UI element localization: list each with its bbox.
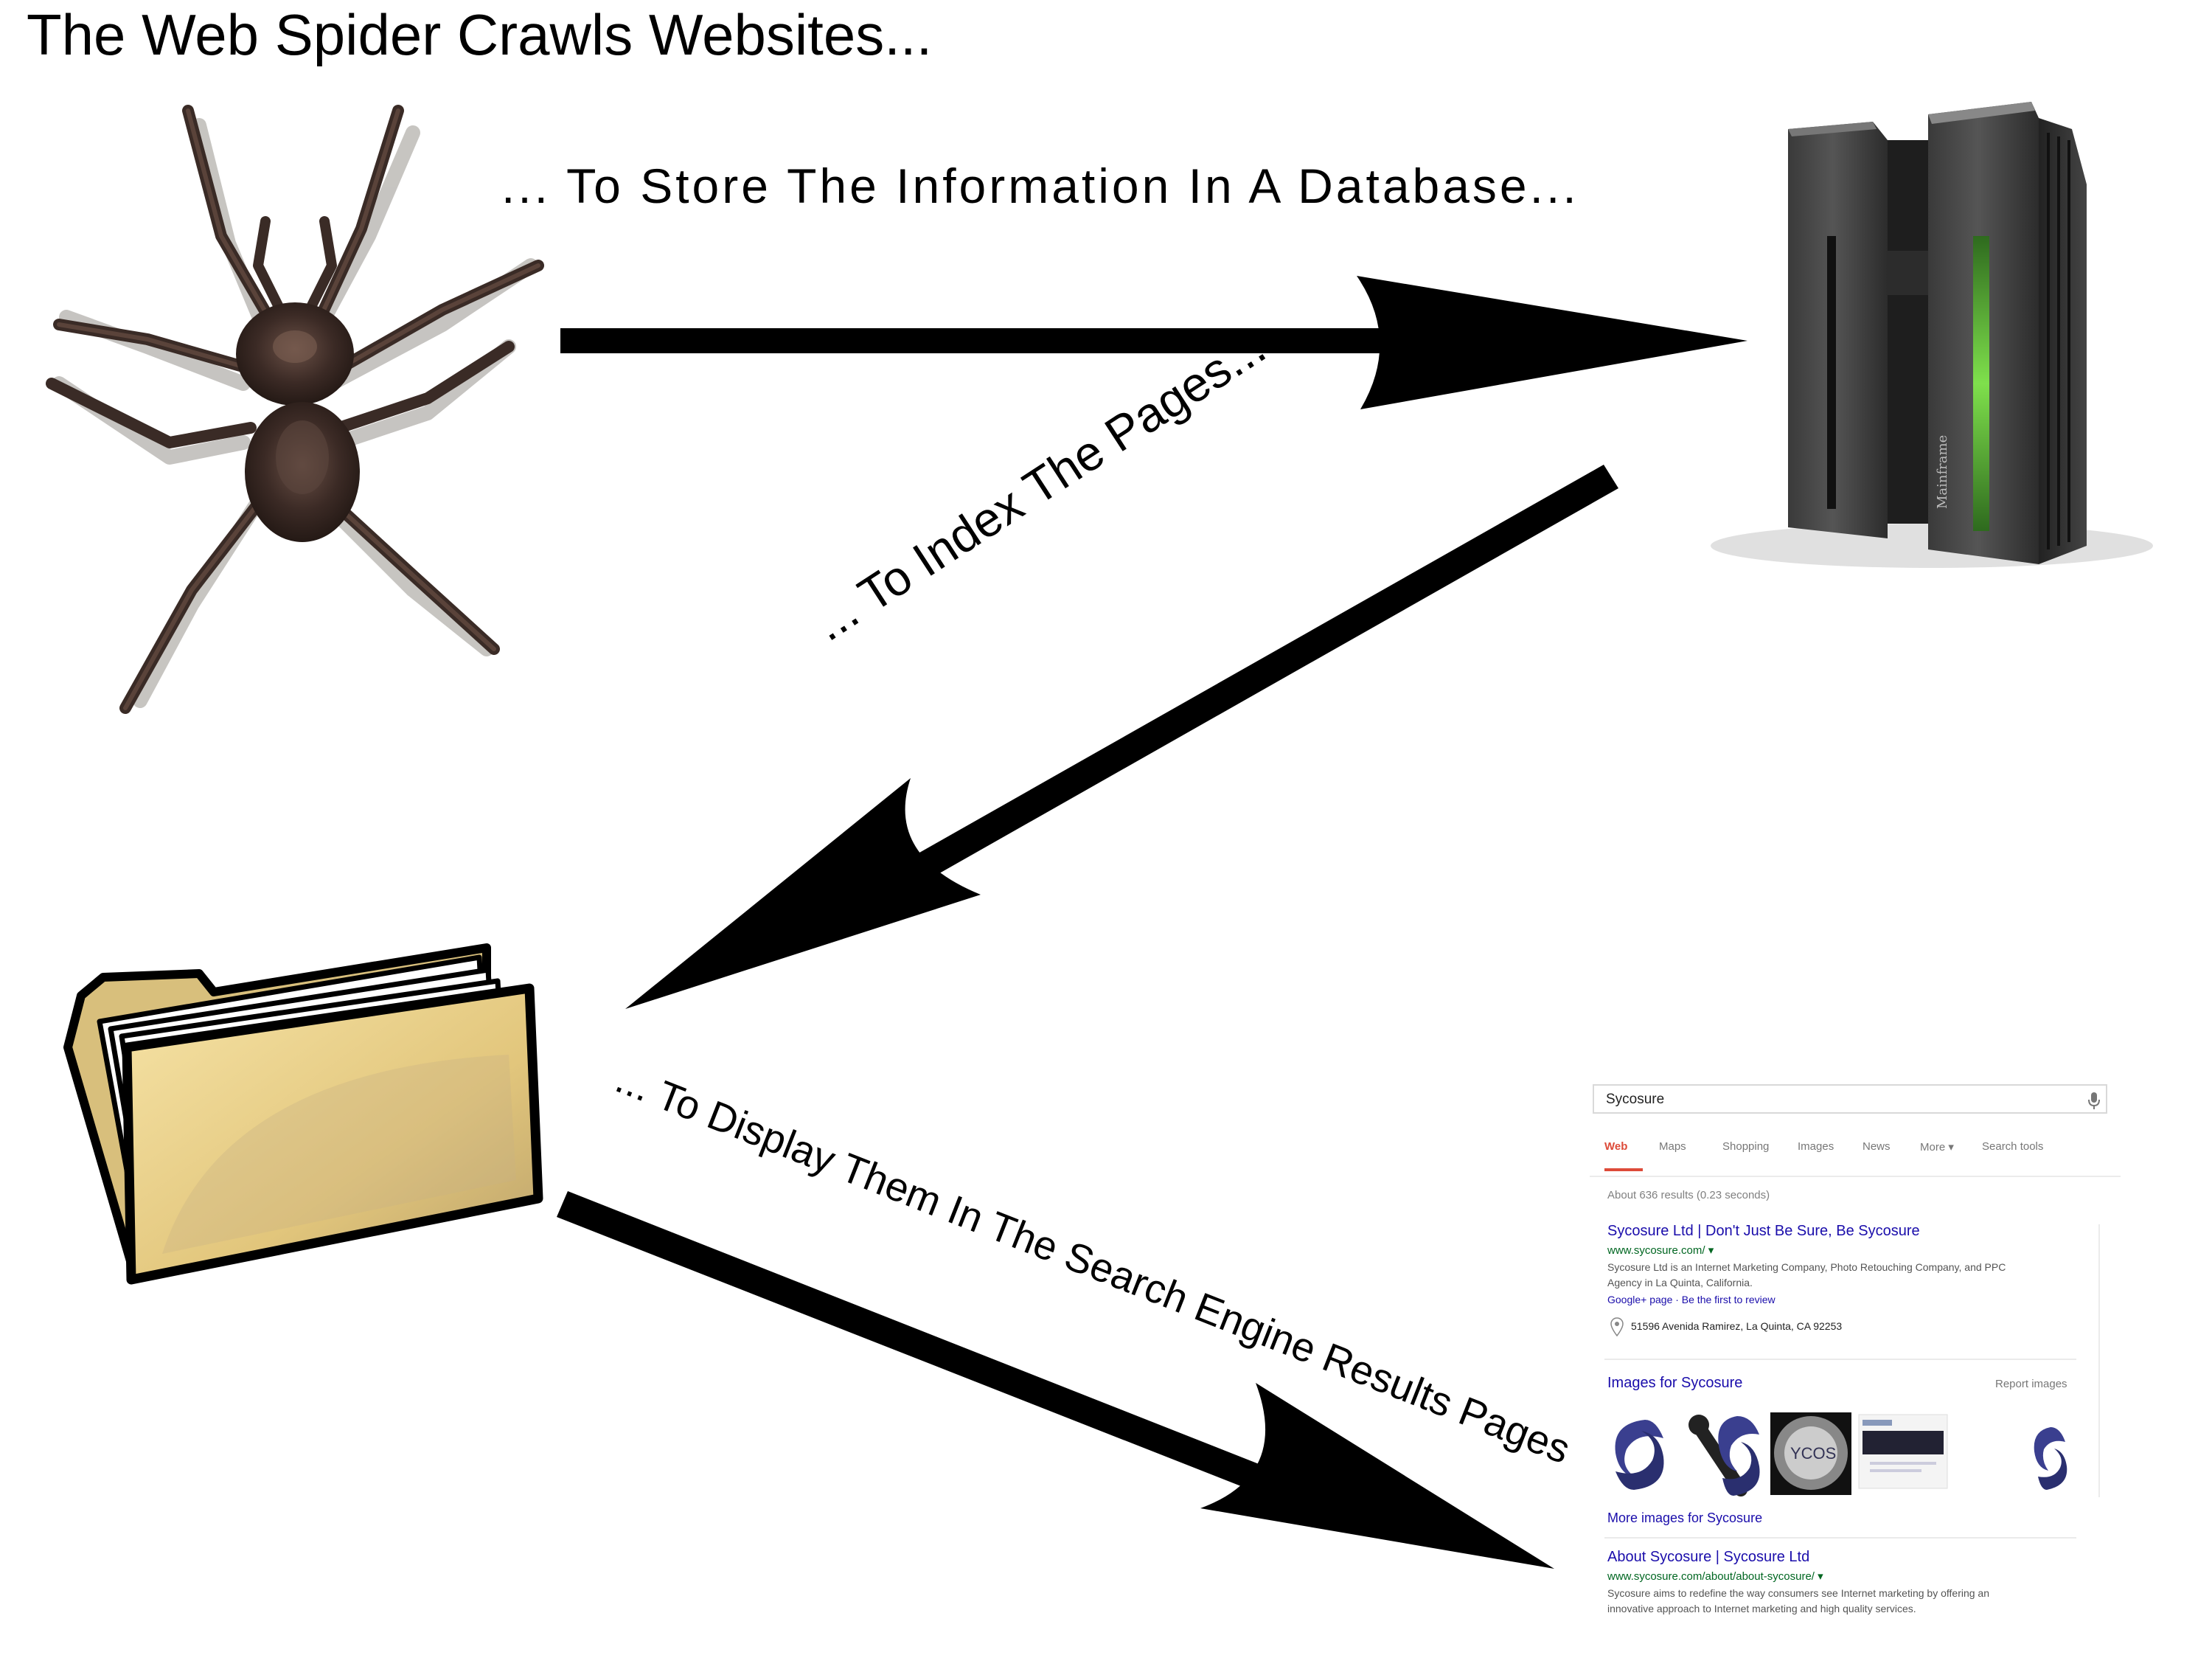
tab-more[interactable]: More ▾ <box>1920 1141 1954 1154</box>
mainframe-server-icon: Mainframe <box>1711 102 2153 568</box>
server-label: Mainframe <box>1935 435 1950 509</box>
right-divider <box>2098 1224 2100 1497</box>
result-2-snippet-line: innovative approach to Internet marketin… <box>1607 1603 1916 1614</box>
spider-icon <box>46 105 544 714</box>
result-stats: About 636 results (0.23 seconds) <box>1607 1189 1770 1201</box>
search-results-screenshot: Sycosure Web Maps Shopping Images News M… <box>1590 1077 2121 1637</box>
active-tab-indicator <box>1604 1168 1643 1171</box>
tab-search-tools[interactable]: Search tools <box>1982 1140 2044 1153</box>
map-pin-icon <box>1610 1317 1624 1336</box>
thumbnail-logo-1[interactable] <box>1615 1420 1664 1490</box>
result-2-snippet: Sycosure aims to redefine the way consum… <box>1607 1586 1989 1617</box>
result-2-url[interactable]: www.sycosure.com/about/about-sycosure/ ▾ <box>1607 1570 1823 1583</box>
result-1-address: 51596 Avenida Ramirez, La Quinta, CA 922… <box>1631 1320 1843 1332</box>
tab-news[interactable]: News <box>1863 1140 1891 1153</box>
result-1-gplus-link[interactable]: Google+ page · Be the first to review <box>1607 1294 1775 1305</box>
section-divider <box>1604 1359 2076 1360</box>
search-query: Sycosure <box>1606 1092 1665 1107</box>
tab-web[interactable]: Web <box>1604 1140 1628 1153</box>
tab-images[interactable]: Images <box>1798 1140 1834 1153</box>
arrow-display <box>557 1191 1554 1569</box>
tab-shopping[interactable]: Shopping <box>1722 1140 1770 1153</box>
result-1-snippet: Sycosure Ltd is an Internet Marketing Co… <box>1607 1260 2006 1291</box>
result-1-snippet-line: Sycosure Ltd is an Internet Marketing Co… <box>1607 1261 2006 1273</box>
image-thumbnails: YCOS <box>1615 1412 2067 1497</box>
tabs-divider <box>1590 1176 2121 1177</box>
result-1-title[interactable]: Sycosure Ltd | Don't Just Be Sure, Be Sy… <box>1607 1223 1920 1239</box>
tab-maps[interactable]: Maps <box>1659 1140 1686 1153</box>
result-2-title[interactable]: About Sycosure | Sycosure Ltd <box>1607 1549 1810 1565</box>
search-tabs: Web Maps Shopping Images News More ▾ Sea… <box>1604 1140 2113 1171</box>
thumbnail-logo-3[interactable] <box>2034 1427 2067 1490</box>
microphone-icon[interactable] <box>2085 1090 2103 1111</box>
more-images-link[interactable]: More images for Sycosure <box>1607 1510 1763 1525</box>
folder-icon <box>63 943 543 1285</box>
result-2-snippet-line: Sycosure aims to redefine the way consum… <box>1607 1587 1990 1599</box>
result-1-snippet-line: Agency in La Quinta, California. <box>1607 1277 1753 1288</box>
caption-store: ... To Store The Information In A Databa… <box>501 159 1579 213</box>
thumbnail-logo-2[interactable] <box>1718 1416 1760 1496</box>
search-input[interactable]: Sycosure <box>1593 1084 2107 1114</box>
svg-text:YCOS: YCOS <box>1790 1444 1836 1463</box>
result-1-url[interactable]: www.sycosure.com/ ▾ <box>1607 1244 1714 1257</box>
thumbnail-circle-logo[interactable]: YCOS <box>1770 1412 1851 1495</box>
report-images-link[interactable]: Report images <box>1995 1378 2067 1390</box>
arrow-store <box>560 276 1747 409</box>
section-divider <box>1604 1537 2076 1539</box>
diagram-title: The Web Spider Crawls Websites... <box>27 2 933 67</box>
arrow-index <box>625 465 1618 1009</box>
images-header[interactable]: Images for Sycosure <box>1607 1375 1743 1391</box>
thumbnail-website[interactable] <box>1858 1414 1948 1489</box>
